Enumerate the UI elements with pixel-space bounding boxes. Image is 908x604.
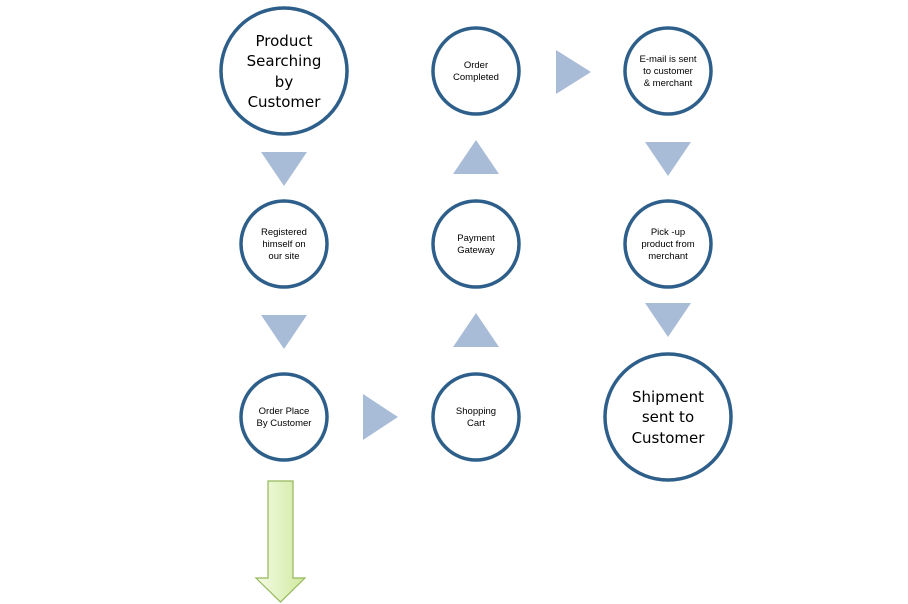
exit-arrow-down: [254, 480, 307, 603]
node-product-searching-line-1: Product: [256, 32, 313, 50]
node-shopping-cart-line-1: Shopping: [456, 406, 496, 417]
node-payment-gateway: Payment Gateway: [431, 199, 521, 289]
node-registered: Registered himself on our site: [239, 199, 329, 289]
node-order-place: Order Place By Customer: [239, 372, 329, 462]
node-product-searching-line-2: Searching: [247, 52, 322, 70]
arrow-right-completed-to-email: [556, 50, 591, 94]
node-order-place-line-2: By Customer: [257, 418, 312, 429]
node-payment-gateway-line-1: Payment: [457, 233, 495, 244]
arrow-down-search-to-registered: [261, 152, 307, 186]
node-order-completed-line-2: Completed: [453, 72, 499, 83]
node-product-searching-line-3: by: [275, 73, 294, 91]
arrow-down-registered-to-order-place: [261, 315, 307, 349]
node-shipment: Shipment sent to Customer: [603, 352, 733, 482]
node-shopping-cart-line-2: Cart: [467, 418, 485, 429]
node-pickup-line-3: merchant: [648, 251, 688, 262]
arrow-up-cart-to-payment: [453, 313, 499, 347]
node-email-sent: E-mail is sent to customer & merchant: [623, 26, 713, 116]
arrow-up-payment-to-completed: [453, 140, 499, 174]
node-product-searching-line-4: Customer: [248, 93, 322, 111]
node-shopping-cart: Shopping Cart: [431, 372, 521, 462]
arrow-down-pickup-to-shipment: [645, 303, 691, 337]
node-shipment-line-2: sent to: [642, 408, 694, 426]
node-email-sent-line-2: to customer: [643, 66, 693, 77]
node-pickup: Pick -up product from merchant: [623, 199, 713, 289]
node-email-sent-line-1: E-mail is sent: [639, 54, 696, 65]
node-shipment-line-1: Shipment: [632, 388, 704, 406]
arrow-right-order-place-to-cart: [363, 394, 398, 440]
node-order-completed-line-1: Order: [464, 60, 488, 71]
node-registered-line-1: Registered: [261, 227, 307, 238]
node-order-completed: Order Completed: [431, 26, 521, 116]
node-registered-line-2: himself on: [262, 239, 305, 250]
node-email-sent-line-3: & merchant: [644, 78, 693, 89]
node-shipment-line-3: Customer: [632, 429, 706, 447]
node-order-place-line-1: Order Place: [259, 406, 310, 417]
node-product-searching: Product Searching by Customer: [219, 6, 349, 136]
arrow-down-email-to-pickup: [645, 142, 691, 176]
node-payment-gateway-line-2: Gateway: [457, 245, 495, 256]
node-pickup-line-2: product from: [641, 239, 694, 250]
node-registered-line-3: our site: [268, 251, 299, 262]
node-pickup-line-1: Pick -up: [651, 227, 685, 238]
